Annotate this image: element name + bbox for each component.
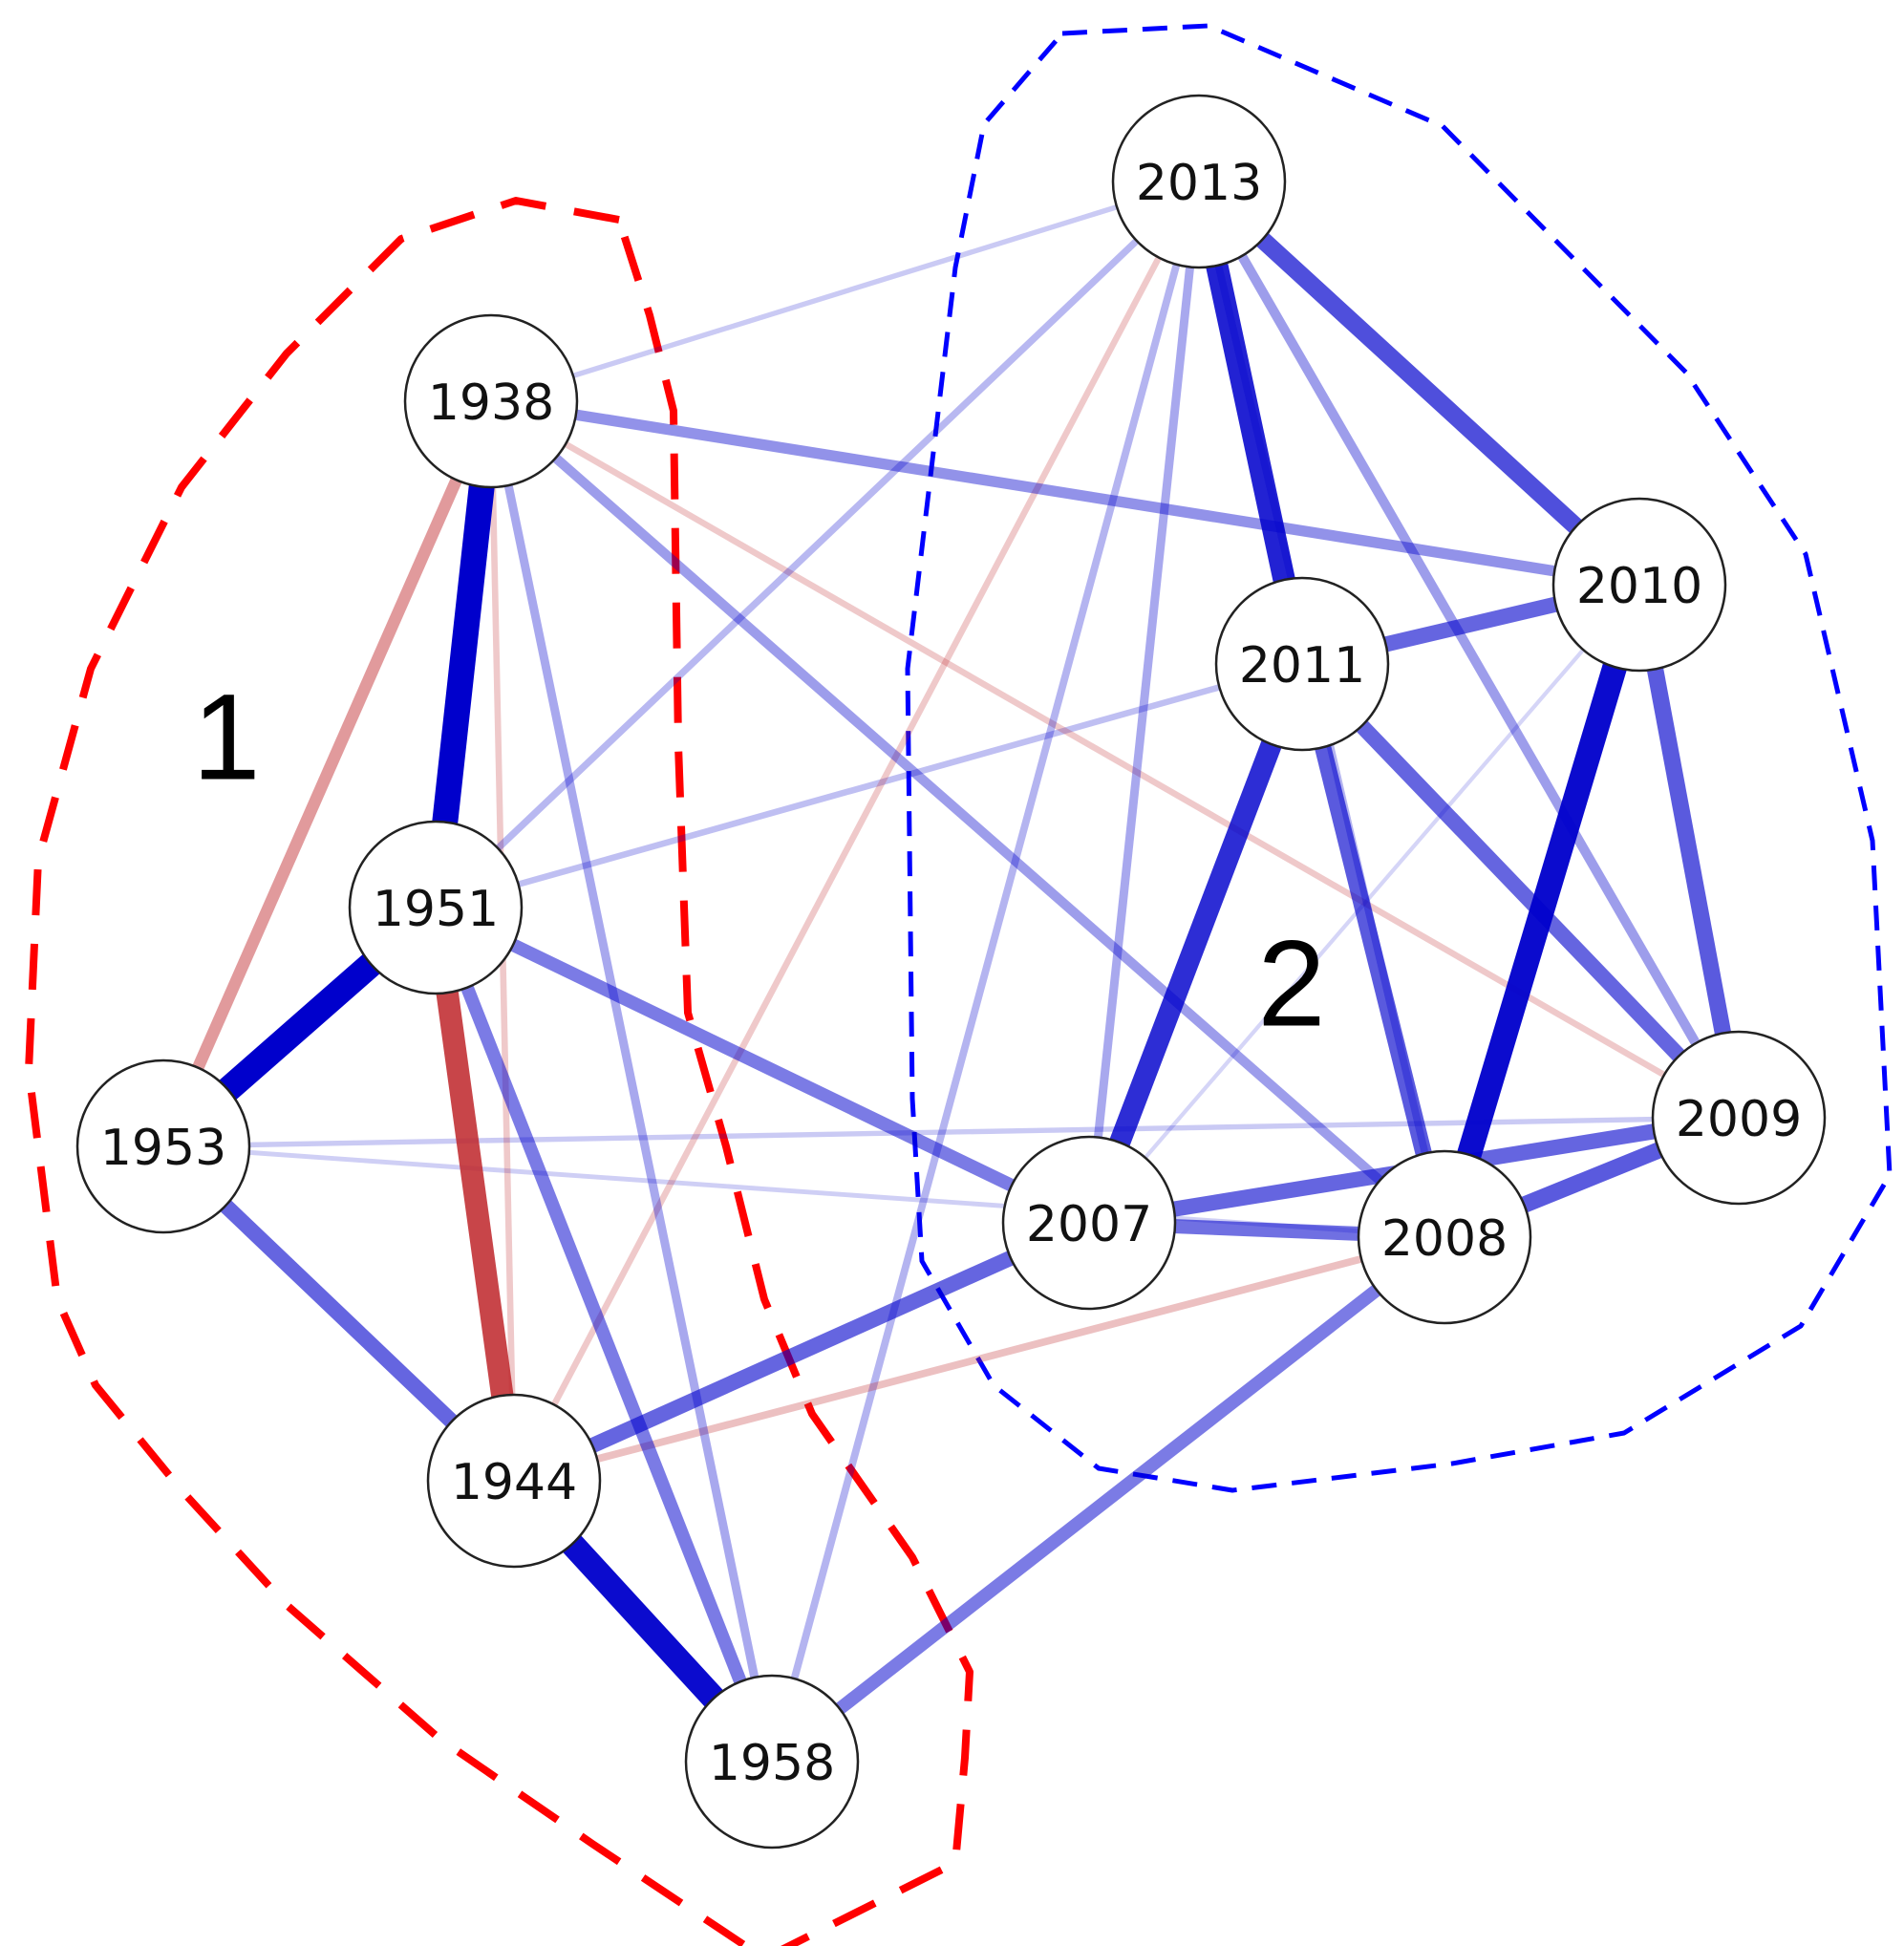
node-label: 1951 xyxy=(373,881,499,938)
node-label: 2009 xyxy=(1676,1091,1802,1148)
node-label: 1953 xyxy=(100,1120,226,1177)
edge-2013-2009 xyxy=(1194,179,1744,1121)
edge-1944-2008 xyxy=(513,1233,1445,1485)
node-circle xyxy=(75,1059,251,1234)
edge-1944-2007 xyxy=(510,1215,1093,1488)
edge-2013-2010 xyxy=(1192,175,1646,591)
edge-1938-2010 xyxy=(490,396,1640,590)
edge-2011-2008 xyxy=(1294,661,1453,1240)
node-2007[interactable]: 2007 xyxy=(1001,1135,1177,1311)
node-label: 2008 xyxy=(1381,1210,1508,1268)
node-circle xyxy=(1001,1135,1177,1311)
edge-2013-1958 xyxy=(768,180,1203,1764)
node-1938[interactable]: 1938 xyxy=(403,313,579,489)
node-circle xyxy=(426,1393,602,1569)
edge-1958-2008 xyxy=(767,1231,1449,1767)
node-2013[interactable]: 2013 xyxy=(1111,94,1287,269)
node-label: 2010 xyxy=(1576,558,1702,615)
node-circle xyxy=(403,313,579,489)
node-circle xyxy=(1357,1149,1532,1325)
edge-1938-1953 xyxy=(158,398,497,1149)
edge-1951-1944 xyxy=(424,906,525,1483)
cluster-2-label: 2 xyxy=(1257,916,1325,1053)
node-circle xyxy=(1214,576,1390,752)
cluster-1-label: 1 xyxy=(192,670,260,806)
node-2011[interactable]: 2011 xyxy=(1214,576,1390,752)
edge-1938-1958 xyxy=(486,400,777,1763)
edge-1951-2007 xyxy=(433,901,1092,1230)
node-1944[interactable]: 1944 xyxy=(426,1393,602,1569)
node-label: 1958 xyxy=(709,1735,835,1792)
edge-1938-2009 xyxy=(489,398,1741,1121)
edge-2011-2009 xyxy=(1296,658,1744,1123)
node-2008[interactable]: 2008 xyxy=(1357,1149,1532,1325)
node-circle xyxy=(348,820,524,995)
node-label: 1938 xyxy=(428,374,554,432)
node-1951[interactable]: 1951 xyxy=(348,820,524,995)
node-2010[interactable]: 2010 xyxy=(1551,497,1727,673)
edge-2010-2009 xyxy=(1631,583,1747,1120)
cluster-hulls xyxy=(25,23,1893,1946)
edge-2011-1951 xyxy=(435,660,1303,911)
edge-1951-1958 xyxy=(429,905,779,1764)
edge-1953-2009 xyxy=(162,1115,1740,1149)
node-label: 1944 xyxy=(451,1454,577,1511)
cluster-1-hull xyxy=(25,197,973,1946)
edge-2011-2007 xyxy=(1079,660,1313,1227)
node-circle xyxy=(1551,497,1727,673)
edge-2013-2007 xyxy=(1084,181,1204,1224)
edge-2013-1944 xyxy=(511,180,1202,1483)
cluster-labels: 1 2 xyxy=(192,670,1325,1053)
edge-2013-1938 xyxy=(490,179,1200,404)
node-label: 2013 xyxy=(1136,155,1262,212)
cluster-2-hull xyxy=(905,23,1893,1493)
node-circle xyxy=(1111,94,1287,269)
edge-2013-1951 xyxy=(433,179,1202,910)
node-circle xyxy=(684,1674,860,1850)
node-2009[interactable]: 2009 xyxy=(1651,1030,1827,1206)
node-circle xyxy=(1651,1030,1827,1206)
node-1958[interactable]: 1958 xyxy=(684,1674,860,1850)
edge-1938-2008 xyxy=(487,397,1448,1241)
node-label: 2007 xyxy=(1026,1196,1152,1253)
node-label: 2011 xyxy=(1239,637,1365,695)
edge-2010-2008 xyxy=(1432,581,1652,1241)
node-1953[interactable]: 1953 xyxy=(75,1059,251,1234)
nodes: 1938 1951 1953 1944 1958 2013 2011 2010 2009 2007… xyxy=(75,94,1827,1850)
